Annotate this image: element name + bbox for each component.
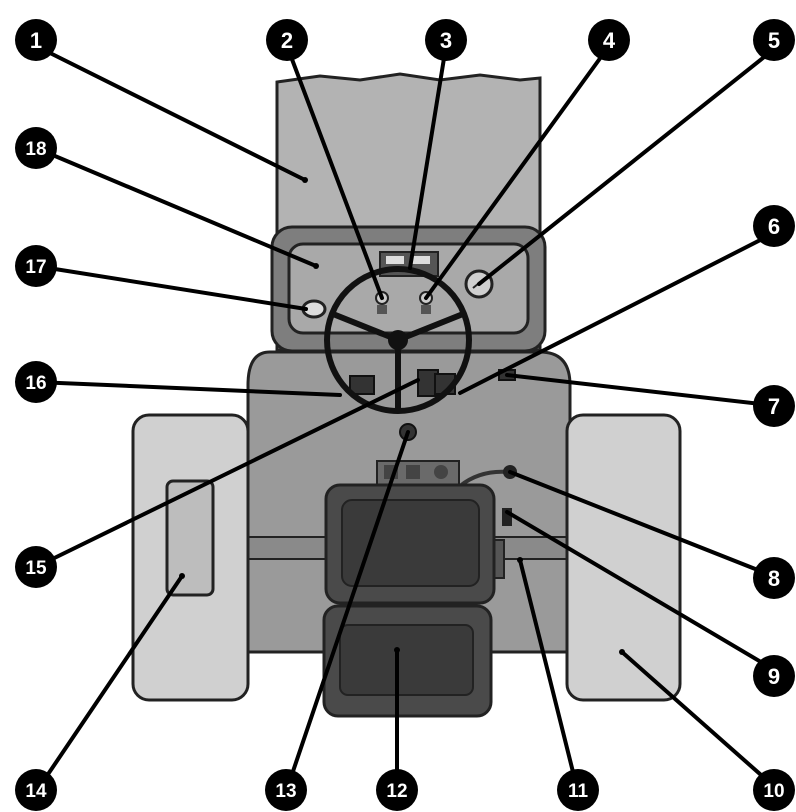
- callout-13: 13: [265, 769, 307, 811]
- console-knob[interactable]: [434, 465, 448, 479]
- callout-1: 1: [15, 19, 57, 61]
- left-fender-step: [165, 479, 215, 597]
- leader-10: [620, 650, 780, 792]
- callout-8-label: 8: [768, 566, 780, 591]
- hydraulic-lever-lower[interactable]: [502, 508, 512, 526]
- callout-9-label: 9: [768, 664, 780, 689]
- callout-5-label: 5: [768, 28, 780, 53]
- callout-7-label: 7: [768, 394, 780, 419]
- endpoint-12: [394, 647, 400, 653]
- callout-4-label: 4: [603, 28, 616, 53]
- callout-2: 2: [266, 19, 308, 61]
- callout-18-label: 18: [25, 139, 46, 160]
- leader-lines: [34, 44, 780, 794]
- right-rear-tire: [565, 413, 682, 702]
- leader-17: [34, 264, 308, 311]
- callout-10-label: 10: [763, 781, 784, 802]
- leader-15: [34, 378, 420, 569]
- leader-9: [505, 510, 780, 674]
- leader-13: [284, 430, 410, 794]
- callout-15: 15: [15, 546, 57, 588]
- leader-4: [424, 44, 611, 300]
- seat-cushion-inner: [339, 624, 474, 696]
- toggle-switch-left-base: [377, 305, 387, 314]
- callout-11: 11: [557, 769, 599, 811]
- callout-14-label: 14: [25, 781, 47, 802]
- callout-9: 9: [753, 655, 795, 697]
- endpoint-10: [619, 649, 625, 655]
- endpoint-11: [517, 557, 523, 563]
- steering-hub: [388, 330, 408, 350]
- leader-1: [34, 44, 307, 182]
- left-pedal[interactable]: [349, 375, 375, 395]
- leader-endpoints: [179, 177, 625, 655]
- callout-18: 18: [15, 127, 57, 169]
- callout-7: 7: [753, 385, 795, 427]
- callout-4: 4: [588, 19, 630, 61]
- callout-3-label: 3: [440, 28, 452, 53]
- leader-7: [505, 373, 780, 408]
- callout-6: 6: [753, 205, 795, 247]
- callout-2-label: 2: [281, 28, 293, 53]
- callout-17-label: 17: [25, 257, 46, 278]
- callout-5: 5: [753, 19, 795, 61]
- console-switch-2[interactable]: [406, 465, 420, 479]
- endpoint-1: [302, 177, 308, 183]
- leader-14: [34, 574, 184, 794]
- leader-11: [518, 558, 580, 794]
- callout-6-label: 6: [768, 214, 780, 239]
- steering-spoke-right: [396, 311, 465, 343]
- callout-badges: 1 2 3 4 5 6 7 8: [15, 19, 795, 811]
- leader-6: [458, 229, 780, 395]
- steering-spoke-left: [331, 311, 400, 343]
- leader-8: [508, 470, 780, 580]
- callout-17: 17: [15, 245, 57, 287]
- leader-5: [477, 44, 780, 286]
- leader-3: [408, 44, 448, 270]
- callout-8: 8: [753, 557, 795, 599]
- toggle-switch-right-base: [421, 305, 431, 314]
- leader-16: [34, 380, 342, 397]
- callout-16: 16: [15, 361, 57, 403]
- callout-14: 14: [15, 769, 57, 811]
- callout-15-label: 15: [25, 558, 47, 579]
- callout-12: 12: [376, 769, 418, 811]
- callout-3: 3: [425, 19, 467, 61]
- endpoint-14: [179, 573, 185, 579]
- callout-1-label: 1: [30, 28, 42, 53]
- callout-13-label: 13: [275, 781, 296, 802]
- callout-10: 10: [753, 769, 795, 811]
- leader-18: [34, 146, 318, 268]
- callout-16-label: 16: [25, 373, 46, 394]
- callout-12-label: 12: [386, 781, 407, 802]
- callout-11-label: 11: [568, 781, 589, 802]
- leader-2: [285, 44, 384, 300]
- gauge-window-left: [386, 256, 404, 264]
- endpoint-18: [313, 263, 319, 269]
- seat-back-inner: [341, 499, 480, 587]
- gauge-window-right: [412, 256, 430, 264]
